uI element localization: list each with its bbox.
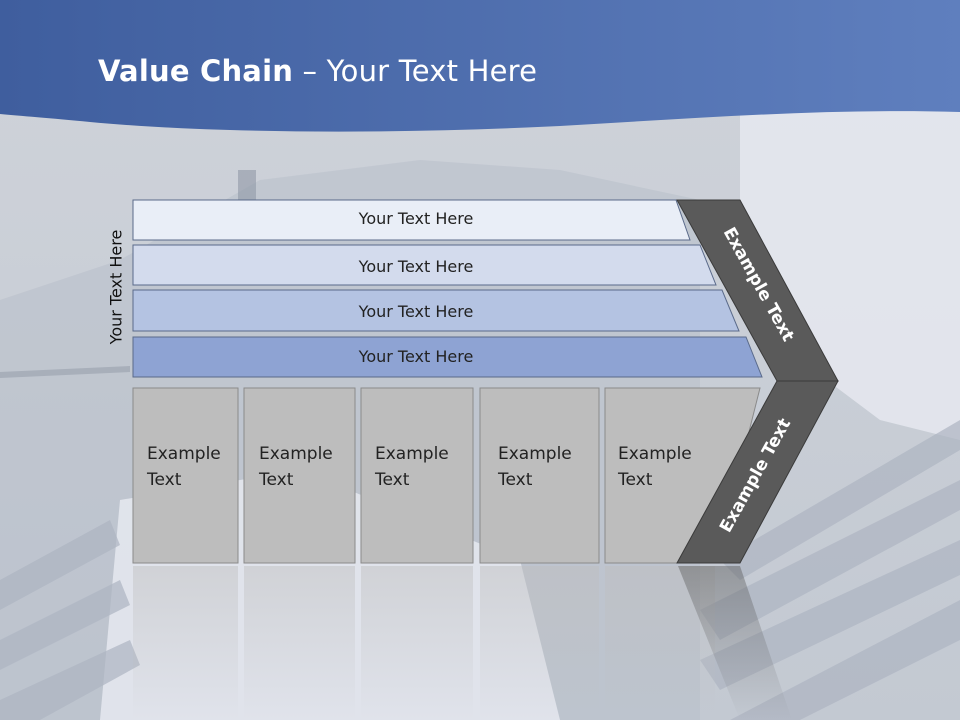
row-4-label: Your Text Here	[358, 347, 474, 366]
box-5-line1: Example	[618, 444, 692, 464]
primary-activity-boxes: Example Text Example Text Example Text E…	[132, 387, 761, 564]
activity-rows: Your Text Here Your Text Here Your Text …	[132, 199, 763, 378]
row-2-label: Your Text Here	[358, 257, 474, 276]
box-2-line1: Example	[259, 444, 333, 464]
box-4-line1: Example	[498, 444, 572, 464]
row-3-label: Your Text Here	[358, 302, 474, 321]
box-4-line2: Text	[497, 470, 533, 490]
box-3-line1: Example	[375, 444, 449, 464]
box-1-line1: Example	[147, 444, 221, 464]
box-3-line2: Text	[374, 470, 410, 490]
row-2	[132, 244, 717, 286]
row-4	[132, 336, 763, 378]
box-2-line2: Text	[258, 470, 294, 490]
box-5-line2: Text	[617, 470, 653, 490]
reflection	[133, 566, 792, 720]
row-1	[132, 199, 691, 241]
slide-title: Value Chain – Your Text Here	[98, 54, 538, 88]
box-1-line2: Text	[146, 470, 182, 490]
header-band	[0, 0, 960, 132]
box-3	[360, 387, 474, 564]
box-2	[243, 387, 356, 564]
box-4	[479, 387, 600, 564]
stripe-pattern	[0, 420, 960, 720]
row-1-label: Your Text Here	[358, 209, 474, 228]
box-1	[132, 387, 239, 564]
row-3	[132, 289, 740, 332]
chevron-lower	[676, 380, 839, 564]
